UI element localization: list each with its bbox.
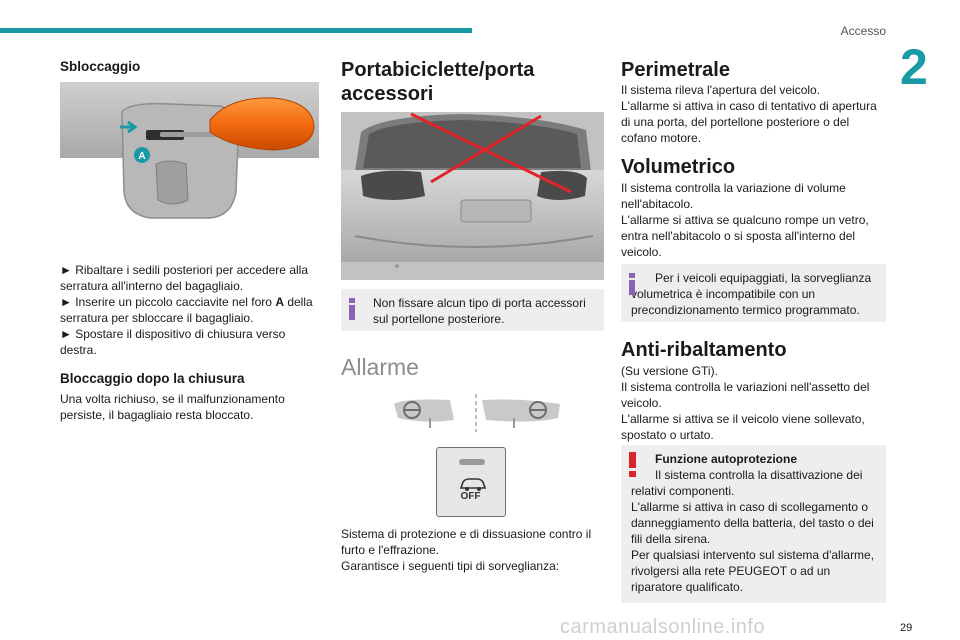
step-2-hole-label: A: [275, 295, 284, 309]
warning-text: Il sistema controlla la disattivazione d…: [631, 468, 875, 594]
off-label: OFF: [460, 491, 481, 502]
figure-label-a: A: [138, 151, 145, 162]
chapter-number: 2: [900, 39, 928, 95]
chapter-color-bar: [0, 28, 472, 33]
step-3: ► Spostare il dispositivo di chiusura ve…: [60, 327, 286, 357]
note-no-rack: Non fissare alcun tipo di porta accessor…: [341, 289, 604, 331]
car-alarm-icon: [459, 478, 487, 491]
step-1: ► Ribaltare i sedili posteriori per acce…: [60, 263, 308, 293]
heading-antiribaltamento: Anti-ribaltamento: [621, 339, 787, 361]
heading-portabiciclette: Portabiciclette/porta accessori: [341, 59, 535, 105]
warning-autoprotezione: Funzione autoprotezione Il sistema contr…: [621, 445, 886, 603]
note-volumetrico-text: Per i veicoli equipaggiati, la sorveglia…: [631, 271, 872, 317]
volumetrico-text: Il sistema controlla la variazione di vo…: [621, 181, 869, 259]
heading-sbloccaggio: Sbloccaggio: [60, 59, 141, 74]
bloccaggio-text: Una volta richiuso, se il malfunzionamen…: [60, 392, 285, 422]
note-volumetrico: Per i veicoli equipaggiati, la sorveglia…: [621, 264, 886, 322]
alarm-car-icons: [392, 390, 562, 434]
alarm-off-button[interactable]: OFF: [436, 447, 506, 517]
lock-screwdriver-illustration: A: [60, 82, 319, 236]
unlock-steps: ► Ribaltare i sedili posteriori per acce…: [60, 262, 322, 358]
perimetrale-text: Il sistema rileva l'apertura del veicolo…: [621, 83, 877, 145]
note-no-rack-text: Non fissare alcun tipo di porta accessor…: [373, 296, 586, 326]
heading-allarme: Allarme: [341, 354, 419, 380]
warning-icon: [629, 452, 636, 478]
watermark: carmanualsonline.info: [560, 616, 766, 638]
warning-title: Funzione autoprotezione: [655, 452, 797, 466]
antiribaltamento-text: (Su versione GTi). Il sistema controlla …: [621, 364, 870, 442]
step-2-end: della serratura per sbloccare il bagagli…: [60, 295, 313, 325]
page-number: 29: [900, 622, 913, 634]
section-name: Accesso: [840, 24, 886, 38]
heading-perimetrale: Perimetrale: [621, 59, 730, 81]
tailgate-no-rack-illustration: [341, 112, 604, 280]
step-2-start: ► Inserire un piccolo cacciavite nel for…: [60, 295, 276, 309]
allarme-body: Sistema di protezione e di dissuasione c…: [341, 527, 592, 573]
heading-bloccaggio: Bloccaggio dopo la chiusura: [60, 371, 245, 386]
info-icon: [349, 298, 355, 320]
heading-volumetrico: Volumetrico: [621, 156, 736, 178]
button-led: [459, 459, 485, 465]
info-icon: [629, 273, 635, 295]
